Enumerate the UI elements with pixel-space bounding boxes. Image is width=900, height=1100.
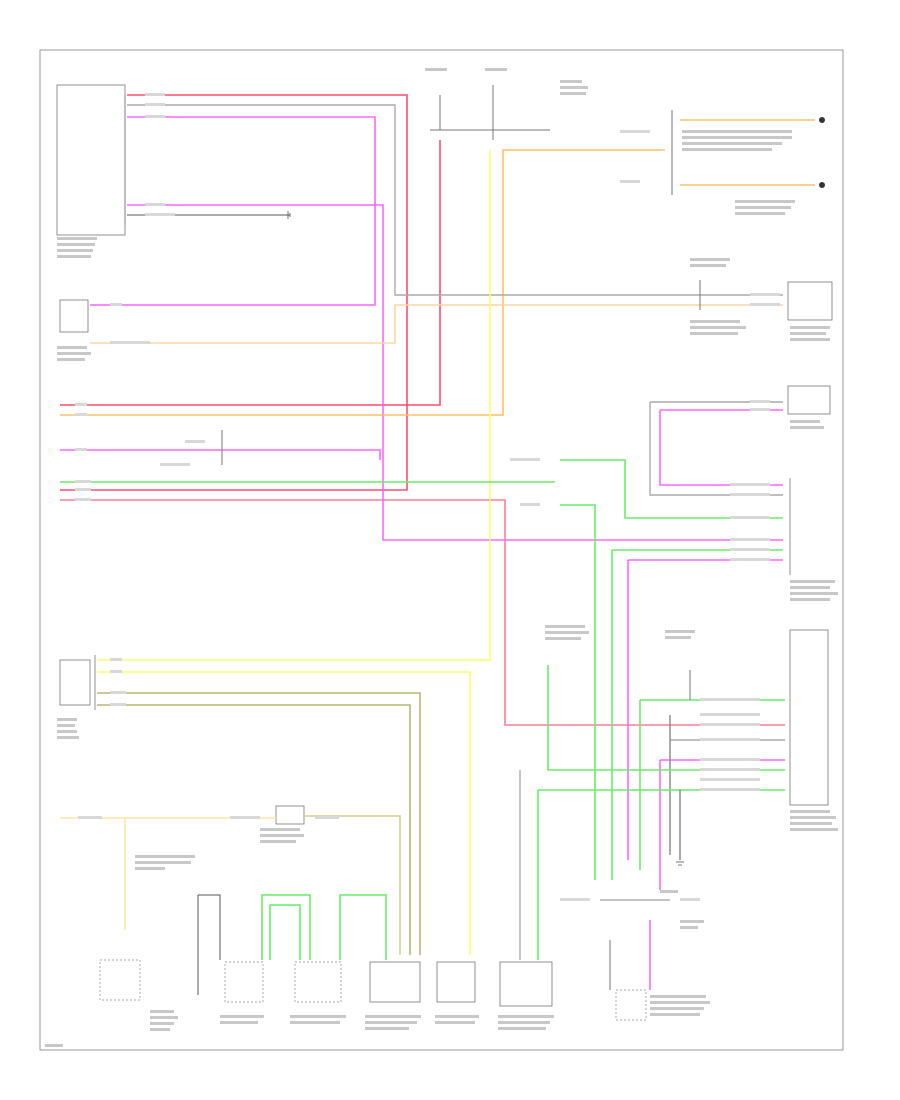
fuse-block: [56, 84, 126, 236]
wire-green-8: [547, 665, 785, 771]
wire-pink-group: [60, 116, 785, 990]
wire-green-3: [560, 504, 596, 880]
wire-pink-5: [659, 410, 783, 486]
fuse-connector-bracket: [59, 655, 96, 710]
transmission-switch-2: [294, 961, 342, 1003]
wire-red-3: [60, 499, 785, 726]
ground-symbol-2: [676, 861, 684, 866]
connector-dot-1: [819, 117, 825, 188]
wire-green-group: [60, 459, 785, 960]
ground-symbol-1: [287, 211, 291, 219]
wire-gray-group: [127, 104, 785, 855]
wire-red-2: [60, 140, 441, 406]
wire-pink-1: [90, 116, 376, 306]
label-blocks: [45, 68, 838, 1047]
wire-olive-1: [97, 692, 421, 955]
diagram-frame: [39, 49, 844, 1051]
wire-green-11: [261, 894, 311, 960]
wire-peach-1: [90, 304, 783, 344]
wire-red-main: [60, 94, 785, 726]
transmission-switch-1: [224, 961, 264, 1003]
wire-green-2: [560, 459, 783, 519]
wire-yellow-2: [97, 671, 471, 955]
wire-orange-group: [60, 119, 815, 930]
wire-pink-3: [60, 449, 381, 460]
transmission-fluid-temp-sensor: [499, 961, 553, 1007]
wire-peach-2: [60, 817, 126, 930]
wire-orange-1: [60, 149, 665, 416]
wire-gray-1: [127, 104, 783, 296]
oxygen-sensor: [615, 989, 647, 1021]
transmission-solenoid-1: [369, 961, 421, 1003]
wire-green-13: [269, 904, 301, 960]
wire-tag-marks: [75, 93, 780, 901]
wire-pink-2: [127, 204, 783, 541]
fuel-door-release-switch: [59, 299, 89, 333]
wire-green-12: [339, 894, 387, 960]
brake-switch: [99, 959, 141, 1001]
wire-gray-3: [649, 402, 783, 496]
transmission-solenoid-2: [436, 961, 476, 1003]
vehicle-speed-sensor: [787, 385, 831, 415]
wire-yellow-1: [97, 150, 491, 661]
wire-red-1: [60, 94, 408, 491]
wire-dark-2: [198, 894, 221, 960]
wire-olive-2: [97, 704, 411, 955]
data-link-connector: [787, 281, 833, 321]
ground-terminal-box: [275, 805, 305, 825]
instrument-cluster: [789, 629, 829, 806]
